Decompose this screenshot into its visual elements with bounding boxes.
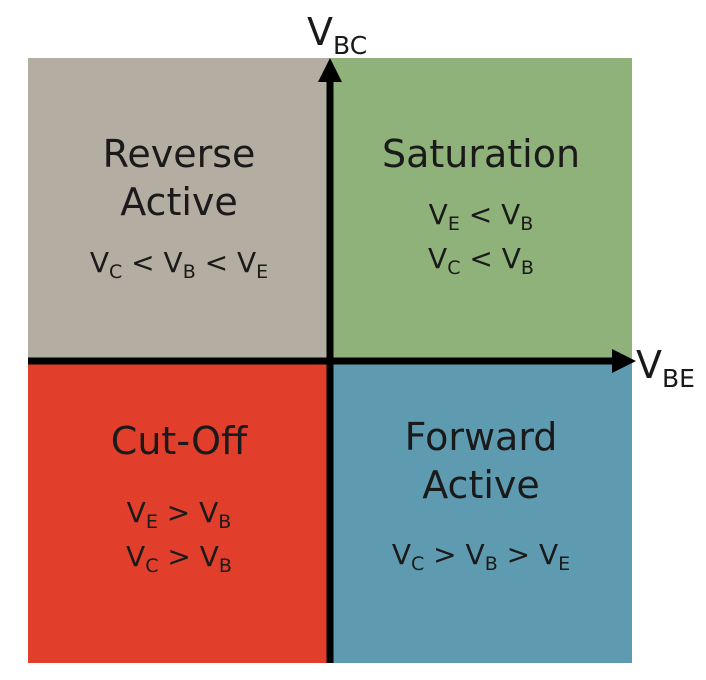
condition-line: VE < VB [330, 193, 632, 237]
title-line: Saturation [381, 132, 581, 176]
condition-text: V [428, 242, 448, 275]
condition-subscript: B [484, 553, 498, 575]
condition-list: VC < VB < VE [28, 241, 330, 285]
condition-text: V [428, 198, 448, 231]
title-line: Cut-Off [110, 419, 248, 463]
condition-text: > V [424, 538, 485, 571]
condition-list: VC > VB > VE [330, 533, 632, 577]
quadrant-title: Cut-Off [28, 417, 330, 465]
quadrant-cut-off: Cut-Off VE > VB VC > VB [28, 361, 330, 663]
quadrant-title: Reverse Active [28, 130, 330, 226]
condition-text: < V [459, 198, 521, 231]
quadrant-forward-active: Forward Active VC > VB > VE [330, 361, 632, 663]
condition-text: < V [460, 242, 521, 275]
condition-text: V [89, 246, 109, 279]
condition-subscript: E [256, 261, 269, 283]
x-axis-label-subscript: BE [662, 364, 695, 393]
condition-subscript: B [182, 261, 196, 283]
quadrant-saturation: Saturation VE < VB VC < VB [330, 58, 632, 361]
condition-subscript: C [108, 261, 123, 283]
condition-line: VE > VB [28, 491, 330, 535]
condition-subscript: C [145, 555, 159, 577]
title-line: Reverse [102, 132, 256, 176]
quadrant-title: Forward Active [330, 413, 632, 509]
condition-text: V [126, 496, 146, 529]
x-axis-label: VBE [636, 343, 695, 391]
title-line: Active [422, 463, 540, 507]
condition-subscript: B [520, 257, 534, 279]
condition-subscript: E [145, 511, 158, 533]
y-axis-label-main: V [307, 10, 333, 54]
condition-text: > V [497, 538, 559, 571]
condition-text: > V [158, 540, 219, 573]
condition-line: VC > VB [28, 535, 330, 579]
title-line: Forward [404, 415, 558, 459]
y-axis-label: VBC [307, 10, 367, 58]
quadrant-reverse-active: Reverse Active VC < VB < VE [28, 58, 330, 361]
x-axis-arrowhead [612, 349, 636, 373]
condition-text: < V [195, 246, 257, 279]
condition-text: > V [157, 496, 219, 529]
condition-subscript: B [218, 555, 232, 577]
quadrant-title: Saturation [330, 130, 632, 178]
condition-text: V [126, 540, 146, 573]
condition-subscript: C [410, 553, 425, 575]
condition-list: VE < VB VC < VB [330, 193, 632, 281]
condition-list: VE > VB VC > VB [28, 491, 330, 579]
y-axis-label-subscript: BC [333, 31, 368, 60]
condition-subscript: E [558, 553, 571, 575]
condition-line: VC > VB > VE [330, 533, 632, 577]
condition-subscript: B [218, 511, 232, 533]
title-line: Active [120, 180, 238, 224]
condition-line: VC < VB < VE [28, 241, 330, 285]
condition-text: < V [122, 246, 183, 279]
condition-subscript: E [447, 213, 460, 235]
condition-text: V [391, 538, 411, 571]
condition-subscript: C [447, 257, 461, 279]
y-axis-arrowhead [318, 58, 342, 82]
condition-line: VC < VB [330, 237, 632, 281]
condition-subscript: B [520, 213, 534, 235]
x-axis-label-main: V [636, 343, 662, 387]
